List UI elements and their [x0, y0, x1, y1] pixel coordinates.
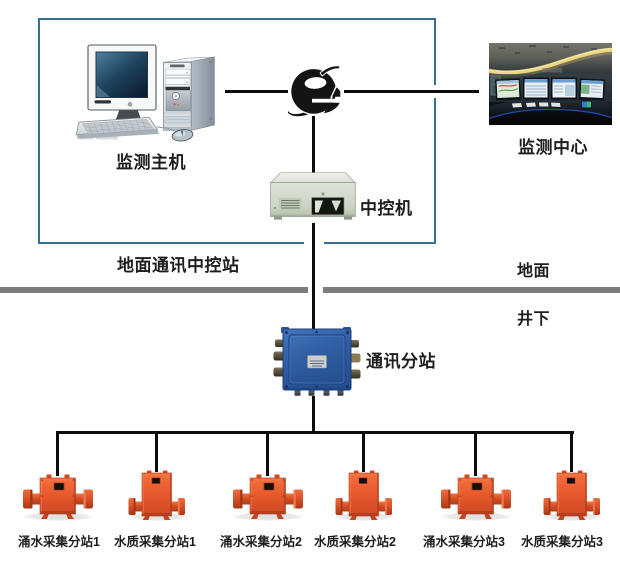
- drop-line-4: [362, 433, 365, 472]
- computer-mouse: [156, 126, 194, 142]
- ground-station-box: [38, 18, 436, 244]
- desktop-computer-icon: [75, 44, 215, 142]
- drop-line-6: [570, 433, 573, 472]
- link-substation-bus: [312, 396, 315, 434]
- flow-station-icon: [438, 472, 514, 522]
- quality-station-icon: [334, 468, 396, 522]
- surface-divider-left: [0, 287, 308, 293]
- label-surface: 地面: [517, 263, 551, 280]
- link-internet-controller: [312, 116, 315, 174]
- label-control-machine: 中控机: [360, 199, 413, 218]
- computer-keyboard: [75, 116, 159, 139]
- link-controller-substation: [312, 223, 315, 331]
- device-label: 水质采集分站3: [521, 535, 603, 549]
- label-underground: 井下: [517, 311, 551, 328]
- rack-server-icon: [269, 172, 357, 220]
- device-label: 涌水采集分站1: [18, 535, 100, 549]
- label-monitor-center: 监测中心: [518, 138, 588, 157]
- drop-line-1: [55, 433, 59, 476]
- console-desk: [489, 100, 612, 120]
- device-bus-line: [56, 431, 574, 434]
- device-label: 涌水采集分站2: [220, 535, 302, 549]
- monitoring-room-photo: [489, 43, 612, 125]
- computer-tower: [163, 56, 215, 131]
- link-host-internet: [225, 90, 288, 93]
- device-label: 水质采集分站1: [114, 535, 196, 549]
- junction-box-icon: [273, 327, 361, 396]
- label-substation: 通讯分站: [366, 352, 436, 371]
- label-monitoring-host: 监测主机: [116, 153, 186, 172]
- flow-station-icon: [230, 472, 306, 522]
- video-wall-monitors: [495, 77, 605, 101]
- computer-monitor: [87, 44, 157, 111]
- quality-station-icon: [542, 468, 604, 522]
- surface-divider-right: [323, 287, 620, 293]
- device-label: 水质采集分站2: [314, 535, 396, 549]
- quality-station-icon: [127, 468, 189, 522]
- drop-line-2: [154, 433, 158, 472]
- drop-line-3: [265, 433, 269, 476]
- internet-e-icon: [288, 65, 344, 117]
- label-ground-station: 地面通讯中控站: [117, 256, 240, 275]
- link-internet-center: [344, 90, 479, 93]
- ceiling-light-band: [489, 47, 612, 78]
- drop-line-5: [473, 433, 477, 476]
- device-label: 涌水采集分站3: [423, 535, 505, 549]
- flow-station-icon: [20, 472, 96, 522]
